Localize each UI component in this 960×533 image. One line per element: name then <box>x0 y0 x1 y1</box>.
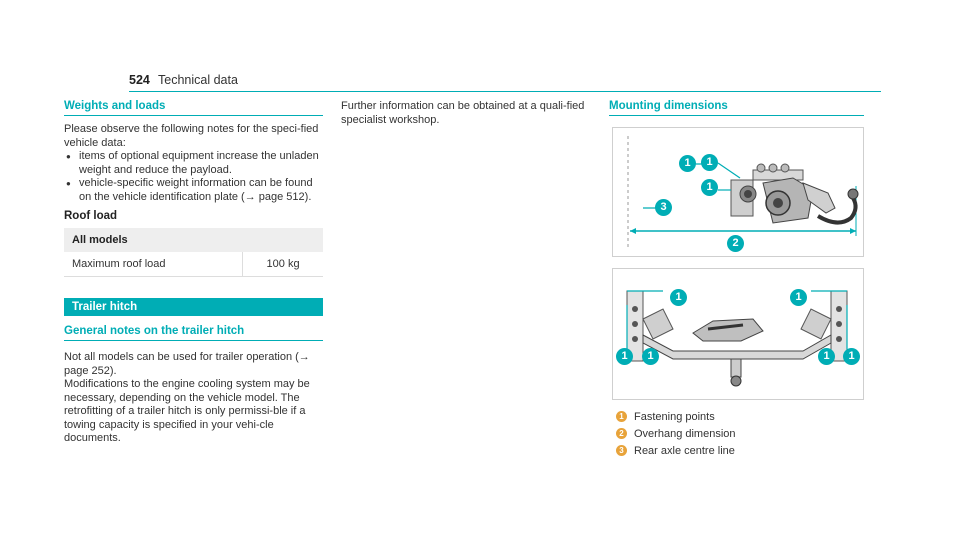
middle-column: Further information can be obtained at a… <box>341 100 600 127</box>
further-info-text: Further information can be obtained at a… <box>341 100 585 126</box>
list-item: items of optional equipment increase the… <box>64 150 323 177</box>
trailer-hitch-band: Trailer hitch <box>64 298 323 316</box>
left-column: Weights and loads Please observe the fol… <box>64 100 323 446</box>
callout-1: 1 <box>701 154 718 171</box>
mounting-figure-rear: 1 1 1 1 1 1 <box>612 268 864 400</box>
trailer-notes-body: Not all models can be used for trailer o… <box>64 351 323 446</box>
legend-item-fastening: 1 Fastening points <box>616 411 715 423</box>
trailer-para-1: Not all models can be used for trailer o… <box>64 351 310 377</box>
table-row: Maximum roof load 100 kg <box>64 252 323 277</box>
callout-1: 1 <box>701 179 718 196</box>
list-item: vehicle-specific weight information can … <box>64 177 323 204</box>
callout-1: 1 <box>843 348 860 365</box>
side-view-drawing <box>627 136 859 250</box>
trailer-notes-title: General notes on the trailer hitch <box>64 325 323 341</box>
callout-1: 1 <box>670 289 687 306</box>
legend-text: Fastening points <box>634 411 715 423</box>
callout-2: 2 <box>727 235 744 252</box>
rear-view-drawing <box>626 290 848 387</box>
weights-intro: Please observe the following notes for t… <box>64 123 319 149</box>
page-header: 524 Technical data <box>129 71 881 92</box>
callout-1: 1 <box>616 348 633 365</box>
legend-marker: 2 <box>616 428 627 439</box>
weights-bullets: items of optional equipment increase the… <box>64 150 323 204</box>
legend-marker: 3 <box>616 445 627 456</box>
legend-item-axle: 3 Rear axle centre line <box>616 445 735 457</box>
right-column: Mounting dimensions <box>609 100 864 116</box>
roof-load-table: All models Maximum roof load 100 kg <box>64 228 323 277</box>
legend-text: Rear axle centre line <box>634 445 735 457</box>
legend-item-overhang: 2 Overhang dimension <box>616 428 736 440</box>
callout-1: 1 <box>679 155 696 172</box>
roof-load-title: Roof load <box>64 210 118 222</box>
legend-text: Overhang dimension <box>634 428 736 440</box>
mounting-title: Mounting dimensions <box>609 100 864 116</box>
trailer-para-2: Modifications to the engine cooling syst… <box>64 378 310 444</box>
callout-1: 1 <box>642 348 659 365</box>
callout-3: 3 <box>655 199 672 216</box>
callout-1: 1 <box>790 289 807 306</box>
weights-body: Please observe the following notes for t… <box>64 123 323 204</box>
weights-title: Weights and loads <box>64 100 323 116</box>
table-header: All models <box>64 228 323 252</box>
legend-marker: 1 <box>616 411 627 422</box>
mounting-figure-side: 1 1 1 3 2 <box>612 127 864 257</box>
running-title: Technical data <box>158 73 238 87</box>
page-number: 524 <box>129 73 150 87</box>
callout-1: 1 <box>818 348 835 365</box>
table-cell-label: Maximum roof load <box>64 252 243 277</box>
table-cell-value: 100 kg <box>242 252 323 277</box>
